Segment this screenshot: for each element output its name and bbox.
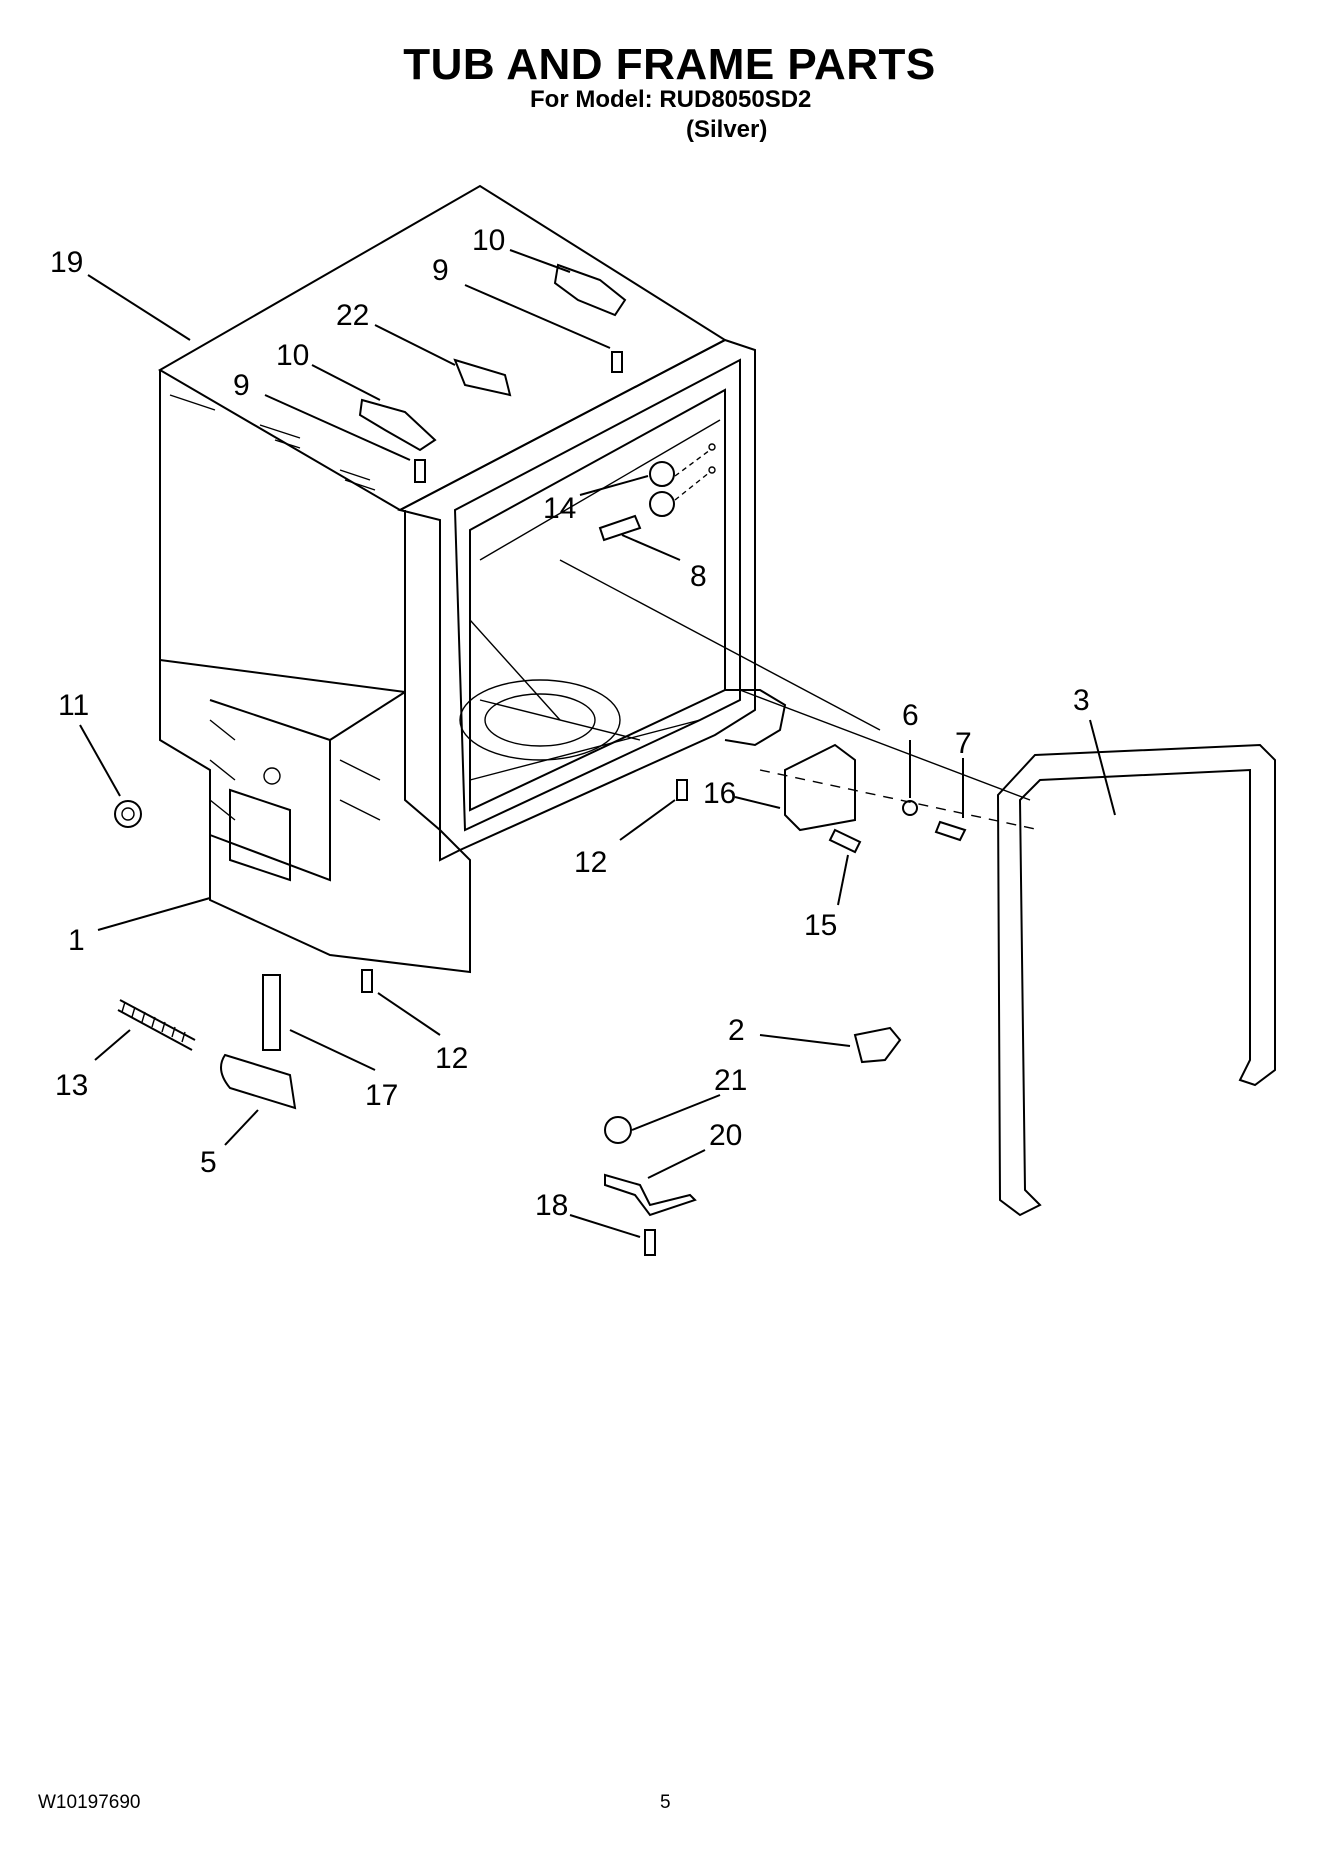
callout-11: 11 [58, 689, 89, 722]
callout-6: 6 [902, 699, 919, 732]
callout-3: 3 [1073, 684, 1090, 717]
callout-20: 20 [709, 1119, 742, 1152]
callout-21: 21 [714, 1064, 747, 1097]
callout-18: 18 [535, 1189, 568, 1222]
leader-lines [79, 249, 1116, 1238]
callout-8: 8 [690, 560, 707, 593]
callout-9-left: 9 [233, 369, 250, 402]
model-line: For Model: RUD8050SD2 [530, 86, 812, 113]
callout-14: 14 [543, 492, 576, 525]
callout-15: 15 [804, 909, 837, 942]
callout-5: 5 [200, 1146, 217, 1179]
callout-9-top: 9 [432, 254, 449, 287]
callout-17: 17 [365, 1079, 398, 1112]
callout-7: 7 [955, 727, 972, 760]
callout-13: 13 [55, 1069, 88, 1102]
callout-16: 16 [703, 777, 736, 810]
callout-22: 22 [336, 299, 369, 332]
callout-10-top: 10 [472, 224, 505, 257]
callout-1: 1 [68, 924, 85, 957]
callout-2: 2 [728, 1014, 745, 1047]
callout-19: 19 [50, 246, 83, 279]
callout-12-lower: 12 [435, 1042, 468, 1075]
callout-12-right: 12 [574, 846, 607, 879]
page-number: 5 [660, 1792, 671, 1813]
tub-drawing [158, 184, 787, 974]
page-title: TUB AND FRAME PARTS [403, 40, 936, 89]
color-line: (Silver) [686, 116, 768, 143]
document-number: W10197690 [38, 1792, 141, 1813]
part-drawings [114, 263, 1276, 1256]
callout-labels: 19 10 9 22 10 9 14 8 11 6 7 3 16 12 1 15… [50, 224, 1090, 1222]
callout-10-left: 10 [276, 339, 309, 372]
